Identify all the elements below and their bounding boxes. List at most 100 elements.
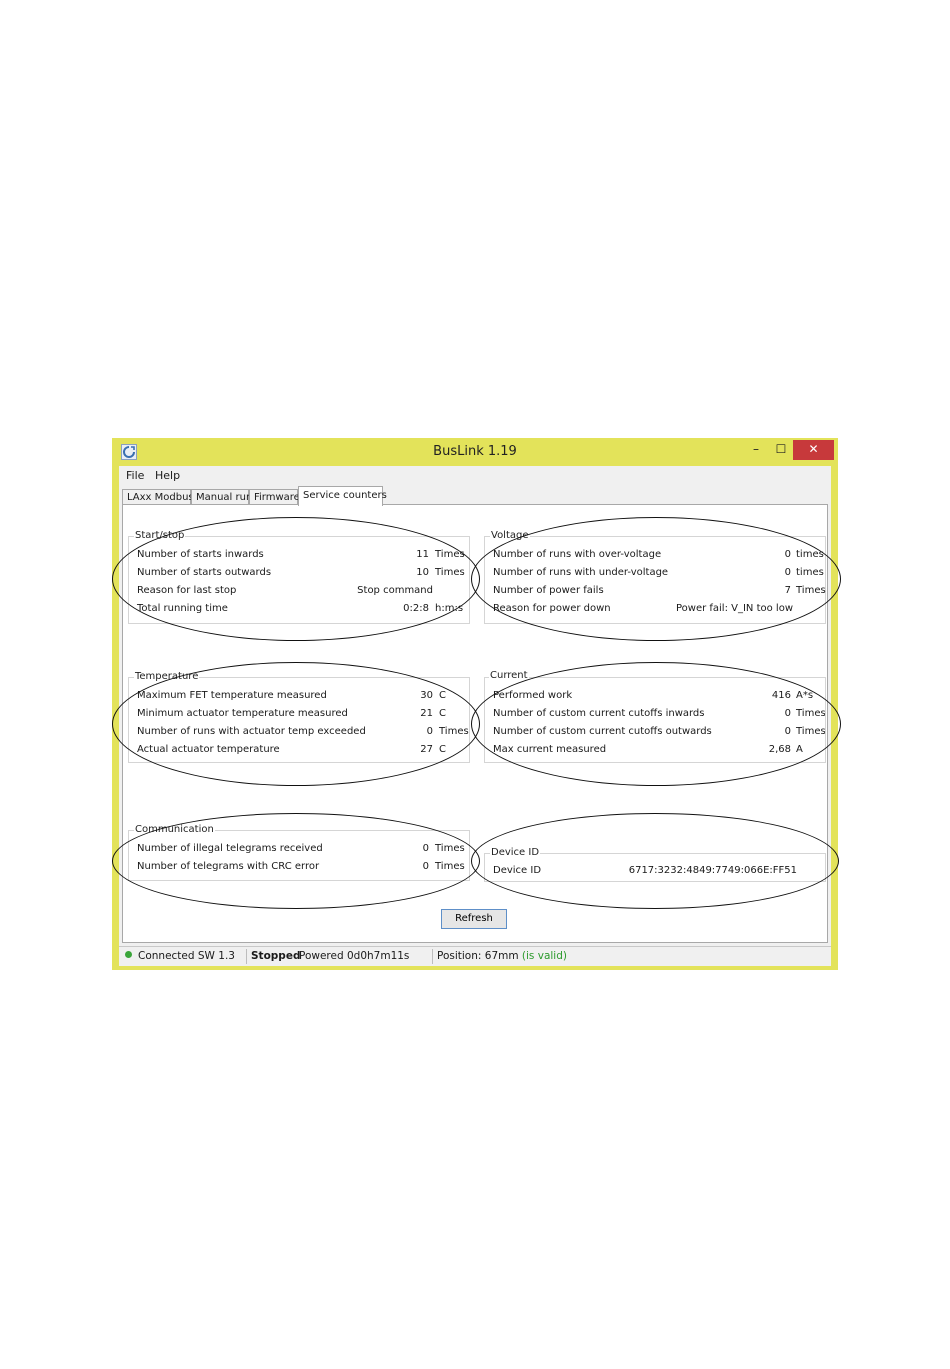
- list-item: Reason for power down Power fail: V_IN t…: [493, 602, 823, 616]
- status-divider: [246, 949, 247, 964]
- maximize-button[interactable]: ☐: [775, 442, 787, 456]
- counter-label: Actual actuator temperature: [137, 744, 280, 755]
- list-item: Reason for last stop Stop command: [137, 584, 467, 598]
- counter-label: Number of custom current cutoffs outward…: [493, 726, 712, 737]
- close-button[interactable]: ✕: [793, 440, 834, 460]
- tab-strip: LAxx Modbus Manual run Firmware Service …: [122, 486, 828, 506]
- position-text: Position: 67mm: [437, 950, 519, 962]
- counter-value: 0: [784, 549, 791, 560]
- buslink-window: BusLink 1.19 – ☐ ✕ File Help LAxx Modbus…: [112, 438, 841, 970]
- counter-value: 416: [771, 690, 791, 701]
- counter-value: 0: [784, 726, 791, 737]
- counter-value: 0: [784, 567, 791, 578]
- counter-unit: times: [796, 549, 824, 560]
- status-divider: [432, 949, 433, 964]
- list-item: Minimum actuator temperature measured 21…: [137, 707, 467, 721]
- counter-value: 0:2:8: [403, 603, 429, 614]
- counter-unit: h:m:s: [435, 603, 464, 614]
- connected-led-icon: [125, 951, 132, 958]
- service-counters-panel: Start/stop Number of starts inwards 11 T…: [112, 504, 841, 943]
- connection-text: Connected SW 1.3: [138, 950, 235, 962]
- tab-manual-run[interactable]: Manual run: [191, 489, 252, 505]
- counter-label: Number of starts inwards: [137, 549, 264, 560]
- counter-label: Max current measured: [493, 744, 607, 755]
- menu-help[interactable]: Help: [155, 469, 181, 482]
- list-item: Device ID 6717:3232:4849:7749:066E:FF51: [493, 864, 823, 878]
- counter-value: 0: [422, 861, 429, 872]
- counter-label: Number of runs with actuator temp exceed…: [137, 726, 366, 737]
- counter-unit: C: [439, 708, 446, 719]
- list-item: Number of starts outwards 10 Times: [137, 566, 467, 580]
- counter-value: 0: [784, 708, 791, 719]
- counter-value: 27: [420, 744, 433, 755]
- device-id-label: Device ID: [493, 865, 542, 876]
- counter-label: Number of illegal telegrams received: [137, 843, 323, 854]
- counter-unit: Times: [435, 549, 465, 560]
- counter-value: 0: [422, 843, 429, 854]
- window-title: BusLink 1.19: [433, 444, 517, 459]
- counter-unit: Times: [796, 585, 826, 596]
- list-item: Number of power fails 7 Times: [493, 584, 826, 598]
- counter-label: Reason for power down: [493, 603, 611, 614]
- group-current: Performed work 416 A*s Number of custom …: [484, 677, 826, 763]
- group-start-stop: Start/stop Number of starts inwards 11 T…: [128, 530, 470, 624]
- counter-label: Maximum FET temperature measured: [137, 690, 327, 701]
- status-connection: Connected SW 1.3: [125, 950, 235, 962]
- counter-label: Number of telegrams with CRC error: [137, 861, 320, 872]
- group-title-device-id: Device ID: [490, 847, 541, 859]
- counter-label: Number of runs with under-voltage: [493, 567, 669, 578]
- menu-file[interactable]: File: [126, 469, 145, 482]
- counter-unit: Times: [796, 726, 826, 737]
- counter-label: Reason for last stop: [137, 585, 237, 596]
- counter-unit: times: [796, 567, 824, 578]
- refresh-button[interactable]: Refresh: [441, 909, 507, 929]
- counter-unit: A: [796, 744, 803, 755]
- counter-label: Number of power fails: [493, 585, 604, 596]
- counter-unit: Times: [435, 861, 465, 872]
- menu-bar: File Help: [119, 466, 831, 486]
- counter-unit: Times: [439, 726, 469, 737]
- status-bar: Connected SW 1.3 Stopped Powered 0d0h7m1…: [119, 946, 831, 966]
- counter-label: Performed work: [493, 690, 573, 701]
- app-icon[interactable]: [121, 444, 137, 460]
- status-powered: Powered 0d0h7m11s: [299, 950, 410, 962]
- counter-value: 10: [416, 567, 429, 578]
- counter-unit: C: [439, 744, 446, 755]
- counter-unit: C: [439, 690, 446, 701]
- client-area: File Help LAxx Modbus Manual run Firmwar…: [112, 466, 841, 966]
- list-item: Number of custom current cutoffs outward…: [493, 725, 826, 739]
- group-title-voltage: Voltage: [490, 530, 530, 542]
- tab-firmware[interactable]: Firmware: [249, 489, 300, 505]
- counter-label: Number of starts outwards: [137, 567, 272, 578]
- group-temperature: Temperature Maximum FET temperature meas…: [128, 671, 470, 763]
- status-position: Position: 67mm (is valid): [437, 950, 567, 962]
- minimize-button[interactable]: –: [753, 442, 759, 456]
- tab-service-counters[interactable]: Service counters: [298, 486, 387, 506]
- list-item: Number of illegal telegrams received 0 T…: [137, 842, 467, 856]
- title-bar[interactable]: BusLink 1.19 – ☐ ✕: [112, 438, 838, 466]
- position-validity: (is valid): [521, 950, 567, 962]
- list-item: Number of runs with actuator temp exceed…: [137, 725, 469, 739]
- tab-laxx-modbus[interactable]: LAxx Modbus: [122, 489, 194, 505]
- counter-unit: A*s: [796, 690, 814, 701]
- counter-label: Total running time: [137, 603, 228, 614]
- counter-value: 2,68: [768, 744, 791, 755]
- counter-value: Stop command: [357, 585, 433, 596]
- counter-unit: Times: [435, 567, 465, 578]
- counter-value: 7: [784, 585, 791, 596]
- group-title-start-stop: Start/stop: [134, 530, 186, 542]
- list-item: Number of starts inwards 11 Times: [137, 548, 467, 562]
- counter-label: Number of custom current cutoffs inwards: [493, 708, 705, 719]
- list-item: Max current measured 2,68 A: [493, 743, 823, 757]
- counter-value: 0: [426, 726, 433, 737]
- list-item: Total running time 0:2:8 h:m:s: [137, 602, 467, 616]
- group-voltage: Voltage Number of runs with over-voltage…: [484, 530, 826, 624]
- list-item: Number of runs with over-voltage 0 times: [493, 548, 824, 562]
- group-title-temperature: Temperature: [134, 671, 200, 683]
- counter-label: Number of runs with over-voltage: [493, 549, 662, 560]
- counter-unit: Times: [435, 843, 465, 854]
- list-item: Number of telegrams with CRC error 0 Tim…: [137, 860, 467, 874]
- list-item: Maximum FET temperature measured 30 C: [137, 689, 467, 703]
- counter-label: Minimum actuator temperature measured: [137, 708, 348, 719]
- status-state: Stopped: [251, 950, 301, 962]
